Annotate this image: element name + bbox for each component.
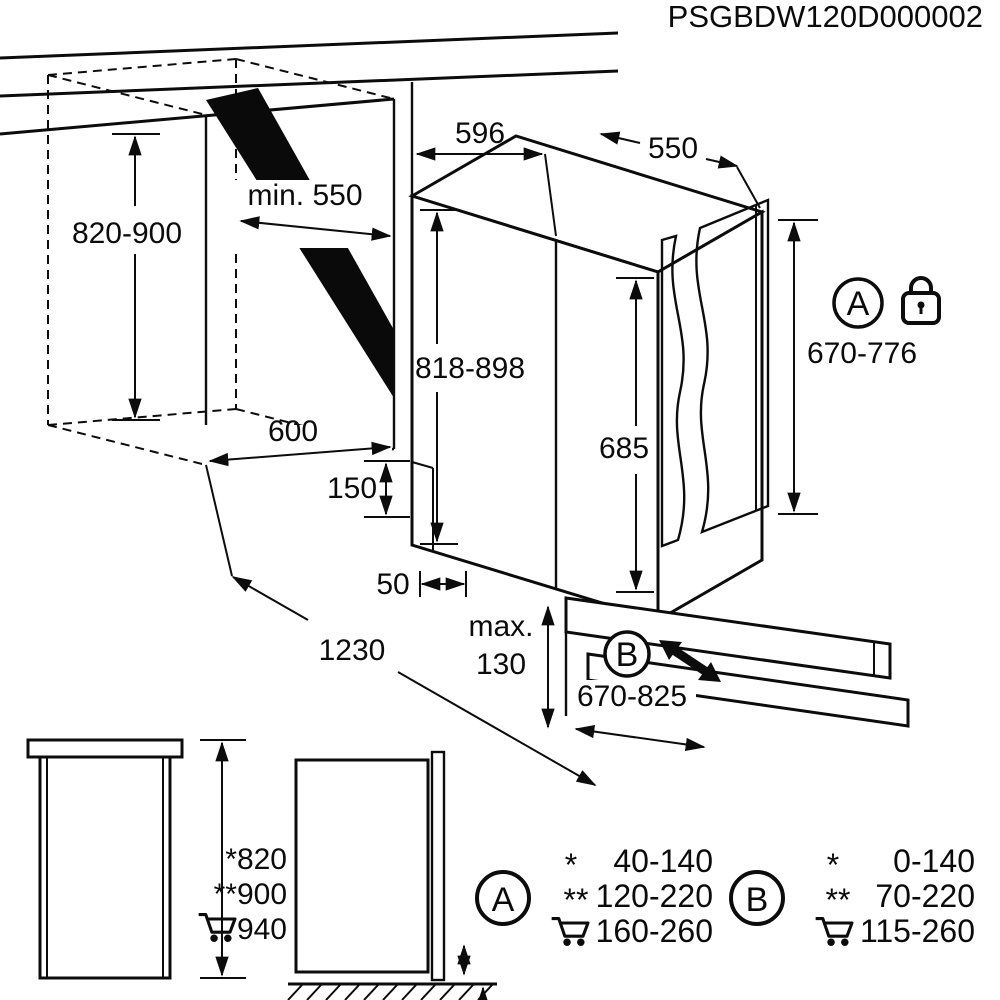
dim-unit-depth: 550 (599, 131, 761, 209)
legend-b-double-star-key: ** (826, 882, 851, 918)
legend-a-double-star-value: 120-220 (596, 878, 713, 914)
panel-width-label: 670-825 (577, 680, 687, 713)
open-door (564, 596, 910, 728)
unit-width-label: 596 (455, 117, 505, 150)
dim-niche-height: 820-900 (72, 133, 182, 421)
legend-b-cart-value: 115-260 (860, 913, 975, 949)
recess-max-label: max. (468, 610, 533, 643)
dim-appliance-heights: *820 **900 940 (197, 739, 287, 979)
niche-width-label: 600 (268, 415, 318, 448)
cart-icon (550, 917, 590, 948)
marker-b-letter: B (616, 636, 639, 674)
legend-a-cart-value: 160-260 (596, 913, 713, 949)
niche-height-label: 820-900 (72, 217, 182, 250)
dim-niche-depth: min. 550 (239, 179, 392, 241)
legend-b: B * 0-140 ** 70-220 115-260 (729, 843, 975, 949)
side-view-freestanding (26, 738, 184, 980)
clearance-label: 1230 (319, 634, 386, 667)
dim-plinth-gap: 50 (376, 568, 467, 601)
plinth-gap-label: 50 (376, 568, 409, 601)
marker-a-letter: A (847, 285, 870, 323)
recess-max-value: 130 (476, 648, 526, 681)
furniture-panel (660, 198, 770, 548)
dim-clearance: 1230 (205, 464, 597, 786)
height-star-label: *820 (225, 843, 287, 876)
legend-a-star-value: 40-140 (613, 843, 713, 879)
legend-a-star-key: * (565, 847, 577, 883)
legend-b-star-value: 0-140 (893, 843, 975, 879)
plinth-height-label: 150 (327, 472, 377, 505)
countertop (0, 31, 619, 136)
marker-b: B (603, 630, 651, 678)
adjust-arrow-icon (659, 640, 721, 682)
part-number-title: PSGBDW120D000002 (668, 0, 983, 34)
dim-panel-width: 670-825 (568, 680, 706, 752)
cart-icon (814, 917, 854, 948)
lock-icon (901, 276, 941, 325)
marker-a: A (832, 277, 884, 329)
door-height-label: 685 (599, 432, 649, 465)
cart-icon (197, 913, 237, 944)
height-cart-label: 940 (237, 913, 287, 946)
height-double-star-label: **900 (214, 878, 287, 911)
unit-height-label: 818-898 (415, 352, 525, 385)
legend-a-double-star-key: ** (564, 882, 589, 918)
dim-door-height: 685 (599, 277, 654, 593)
dim-recess-max: max. 130 (468, 605, 555, 729)
legend-a-letter: A (492, 881, 515, 919)
dim-niche-width: 600 (202, 415, 392, 469)
side-view-built-in (287, 750, 497, 1000)
niche-opening (204, 82, 414, 467)
dim-unit-height: 818-898 (415, 209, 525, 545)
legend-a: A * 40-140 ** 120-220 160-260 (475, 843, 713, 949)
panel-height-label: 670-776 (807, 337, 917, 370)
legend-b-star-key: * (827, 847, 839, 883)
dim-panel-height: 670-776 (778, 219, 917, 515)
niche-depth-label: min. 550 (247, 179, 362, 212)
dim-plinth-height: 150 (327, 460, 410, 518)
dim-unit-width: 596 (415, 117, 557, 237)
legend-b-double-star-value: 70-220 (875, 878, 975, 914)
legend-b-letter: B (746, 881, 769, 919)
unit-depth-label: 550 (648, 132, 698, 165)
floor-hatching (287, 984, 493, 1000)
